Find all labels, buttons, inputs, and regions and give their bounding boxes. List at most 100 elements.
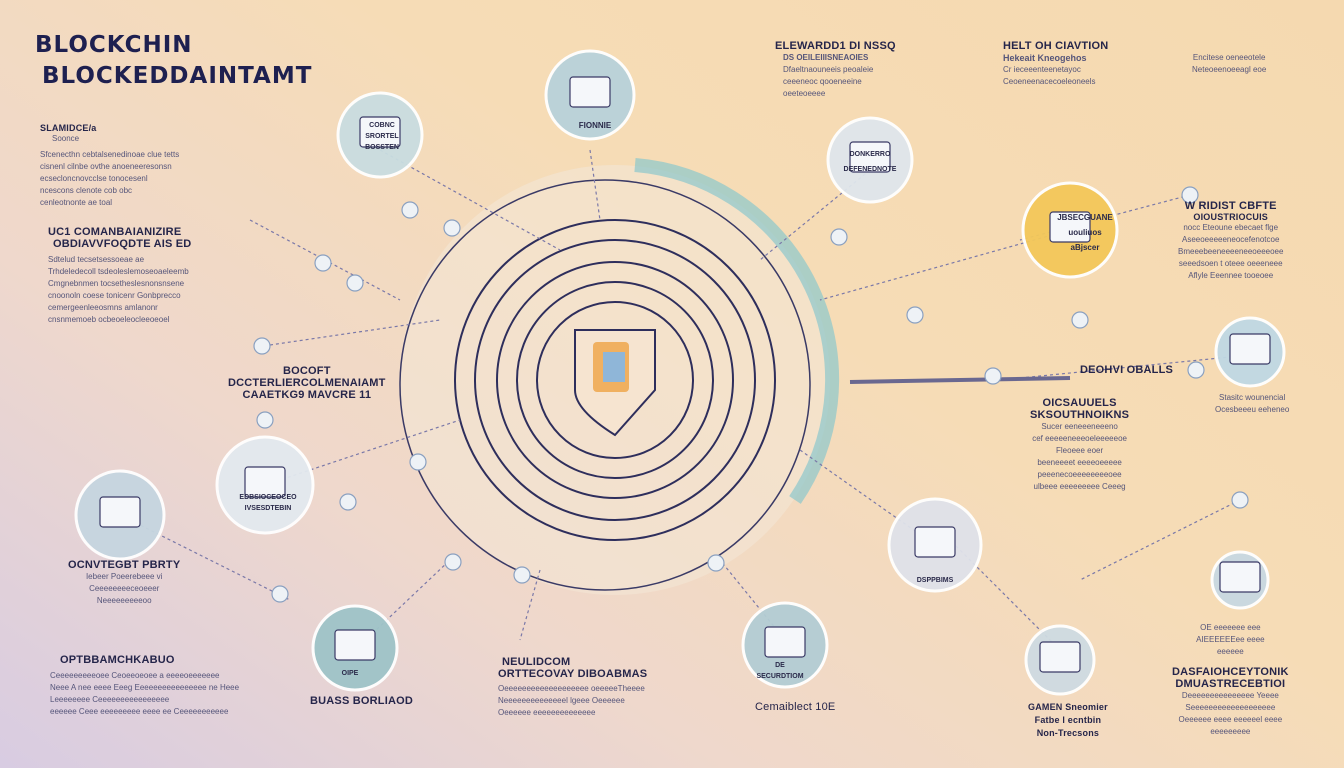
teal-arc	[634, 158, 840, 504]
subheading-2: CAAETKG9 MAVCRE 11	[242, 389, 372, 401]
connector-dot-3	[346, 274, 364, 292]
text-line: Cmgnebnmen tocsetheslesnonsnsene	[48, 279, 185, 288]
block-b4: GAMEN Sneomier Fatbe l ecntbin Non-Trecs…	[1028, 701, 1108, 740]
text-line: Ceoeneenacecoeleoneels	[1003, 77, 1096, 86]
body: Sdtelud tecsetsessoeae ae Trhdeledecoll t…	[48, 254, 191, 326]
block-r2-heading: DEOHVI OBALLS	[1080, 364, 1174, 376]
connector-dot-4	[401, 201, 419, 219]
text-line: DONKERRO	[849, 151, 891, 158]
device-icon-7	[334, 629, 376, 661]
node-label-6: DSPPBIMS	[900, 575, 970, 586]
text-line: Oeeeeeeeeeeeeeeeeeee oeeeeeTheeee	[498, 684, 645, 693]
connector-dot-14	[339, 493, 357, 511]
connector-dot-5	[830, 228, 848, 246]
text-line: cef eeeeeneeeoeleeeeeoe	[1032, 434, 1127, 443]
heading: OICSAUUELS	[1042, 397, 1117, 409]
text-line: BOSSTEN	[365, 144, 399, 151]
text-line: aBjscer	[1070, 243, 1100, 252]
block-b1-heading: BUASS BORLIAOD	[310, 695, 414, 707]
device-icon-9	[764, 626, 806, 658]
subheading: OBDIAVVFOQDTE AIS ED	[53, 238, 192, 250]
text-line: OE eeeeeee eee	[1200, 623, 1261, 632]
node-label-7: OIPE	[330, 668, 370, 679]
heading: BOCOFT	[282, 365, 331, 377]
text-line: ceeeneoc qooeneeine	[783, 77, 862, 86]
title-line-1: BLOCKCHIN	[35, 32, 193, 58]
connector-dot-16	[707, 554, 725, 572]
heading: W RIDIST CBFTE	[1184, 200, 1277, 212]
text-line: Ceeeeeeeeceoeeer	[89, 584, 160, 593]
heading: SLAMIDCE/a	[40, 123, 97, 133]
text-line: beeneeeet eeeeoeeeee	[1037, 458, 1122, 467]
text-line: Encitese oeneeotele	[1192, 53, 1266, 62]
text-line: nocc Eteoune ebecaet flge	[1183, 223, 1279, 232]
text-line: Neee A nee eeee Eeeg Eeeeeeeeeeeeeeee ne…	[50, 683, 240, 692]
text-line: Fleoeee eoer	[1056, 446, 1104, 455]
text-line: Trhdeledecoll tsdeoleslemoseoaeleemb	[48, 267, 189, 276]
text-line: Leeeeeeee Ceeeeeeeeeeeeeeee	[50, 695, 170, 704]
text-line: Stasitc wounencial	[1219, 393, 1286, 402]
connector-dot-2	[314, 254, 332, 272]
heading: OCNVTEGBT PBRTY	[68, 559, 181, 571]
connector-dot-10	[1181, 186, 1199, 204]
block-tl: SLAMIDCE/a Soonce Sfcenecthn cebtalsened…	[40, 123, 179, 209]
text-line: eeeeee	[1216, 647, 1244, 656]
text-line: Cr ieceeenteenetayoc	[1003, 65, 1081, 74]
connector-4	[269, 319, 441, 346]
text-line: cnsnmemoeb ocbeoeleocleeoeoel	[48, 315, 170, 324]
ring-2	[496, 261, 734, 499]
text-line: peeenecoeeeeeeeeoee	[1037, 470, 1122, 479]
device-icon-11	[1219, 561, 1261, 593]
body: Sucer eeneeeneeeno cef eeeeeneeeoeleeeeeo…	[1030, 421, 1129, 493]
title-line-2: BLOCKEDDAINTAMT	[42, 63, 313, 89]
shield-emblem-inner	[603, 352, 625, 382]
connector-dot-9	[1231, 491, 1249, 509]
connector-dot-12	[444, 553, 462, 571]
device-icon-4	[1229, 333, 1271, 365]
text-line: OIPE	[341, 670, 359, 677]
text-line: Dfaeltnaouneeis peoaleie	[783, 65, 874, 74]
device-icon-3	[1049, 211, 1091, 243]
body: Dfaeltnaouneeis peoaleie ceeeneoc qooenee…	[775, 64, 896, 100]
text-line: Sdtelud tecsetsessoeae ae	[48, 255, 145, 264]
heading: UC1 COMANBAIANIZIRE	[48, 226, 182, 238]
outer-ring	[399, 179, 811, 591]
heading: OPTBBAMCHKABUO	[60, 654, 175, 666]
ring-0	[454, 219, 776, 541]
text-line: Sucer eeneeeneeeno	[1041, 422, 1118, 431]
device-icon-5	[244, 466, 286, 498]
subheading: SKSOUTHNOIKNS	[1030, 409, 1130, 421]
text-line: eeeeeeeee	[1210, 727, 1251, 736]
text-line: seeedsoen t oteee oeeeneee	[1178, 259, 1283, 268]
text-line: ulbeee eeeeeeeee Ceeeg	[1033, 482, 1126, 491]
subheading: Fatbe l ecntbin	[1034, 715, 1102, 725]
block-bl: OPTBBAMCHKABUO Ceeeeeeeeeoee Ceoeeoeoee …	[50, 654, 239, 718]
text-line: Deeeeeeeeeeeeeee Yeeee	[1181, 691, 1279, 700]
text-line: JBSECGUANE	[1057, 213, 1113, 222]
text-line: EDBSIOCEOCEO	[239, 494, 297, 501]
text-line: AIEEEEEEee eeee	[1196, 635, 1265, 644]
text-line: eeeeee Ceee eeeeeeeee eeee ee Ceeeeeeeee…	[50, 707, 229, 716]
block-r1: W RIDIST CBFTE OIOUSTRIOCUIS nocc Eteoun…	[1178, 200, 1283, 282]
connector-9	[719, 559, 786, 641]
connector-5	[264, 419, 461, 486]
device-icon-10	[1039, 641, 1081, 673]
text-line: DSPPBIMS	[916, 577, 954, 584]
connector-7	[354, 559, 451, 651]
block-r3: OICSAUUELS SKSOUTHNOIKNS Sucer eeneeenee…	[1030, 397, 1129, 493]
text-line: Bmeeebeeneeeeneeoeeeoee	[1178, 247, 1284, 256]
text-line: ncescons clenote cob obc	[40, 186, 133, 195]
text-line: Neeeeeeeeeeeeeel lgeee Oeeeeee	[498, 696, 625, 705]
text-line: SECURDTIOM	[756, 673, 804, 680]
text-line: COBNC	[369, 122, 395, 129]
